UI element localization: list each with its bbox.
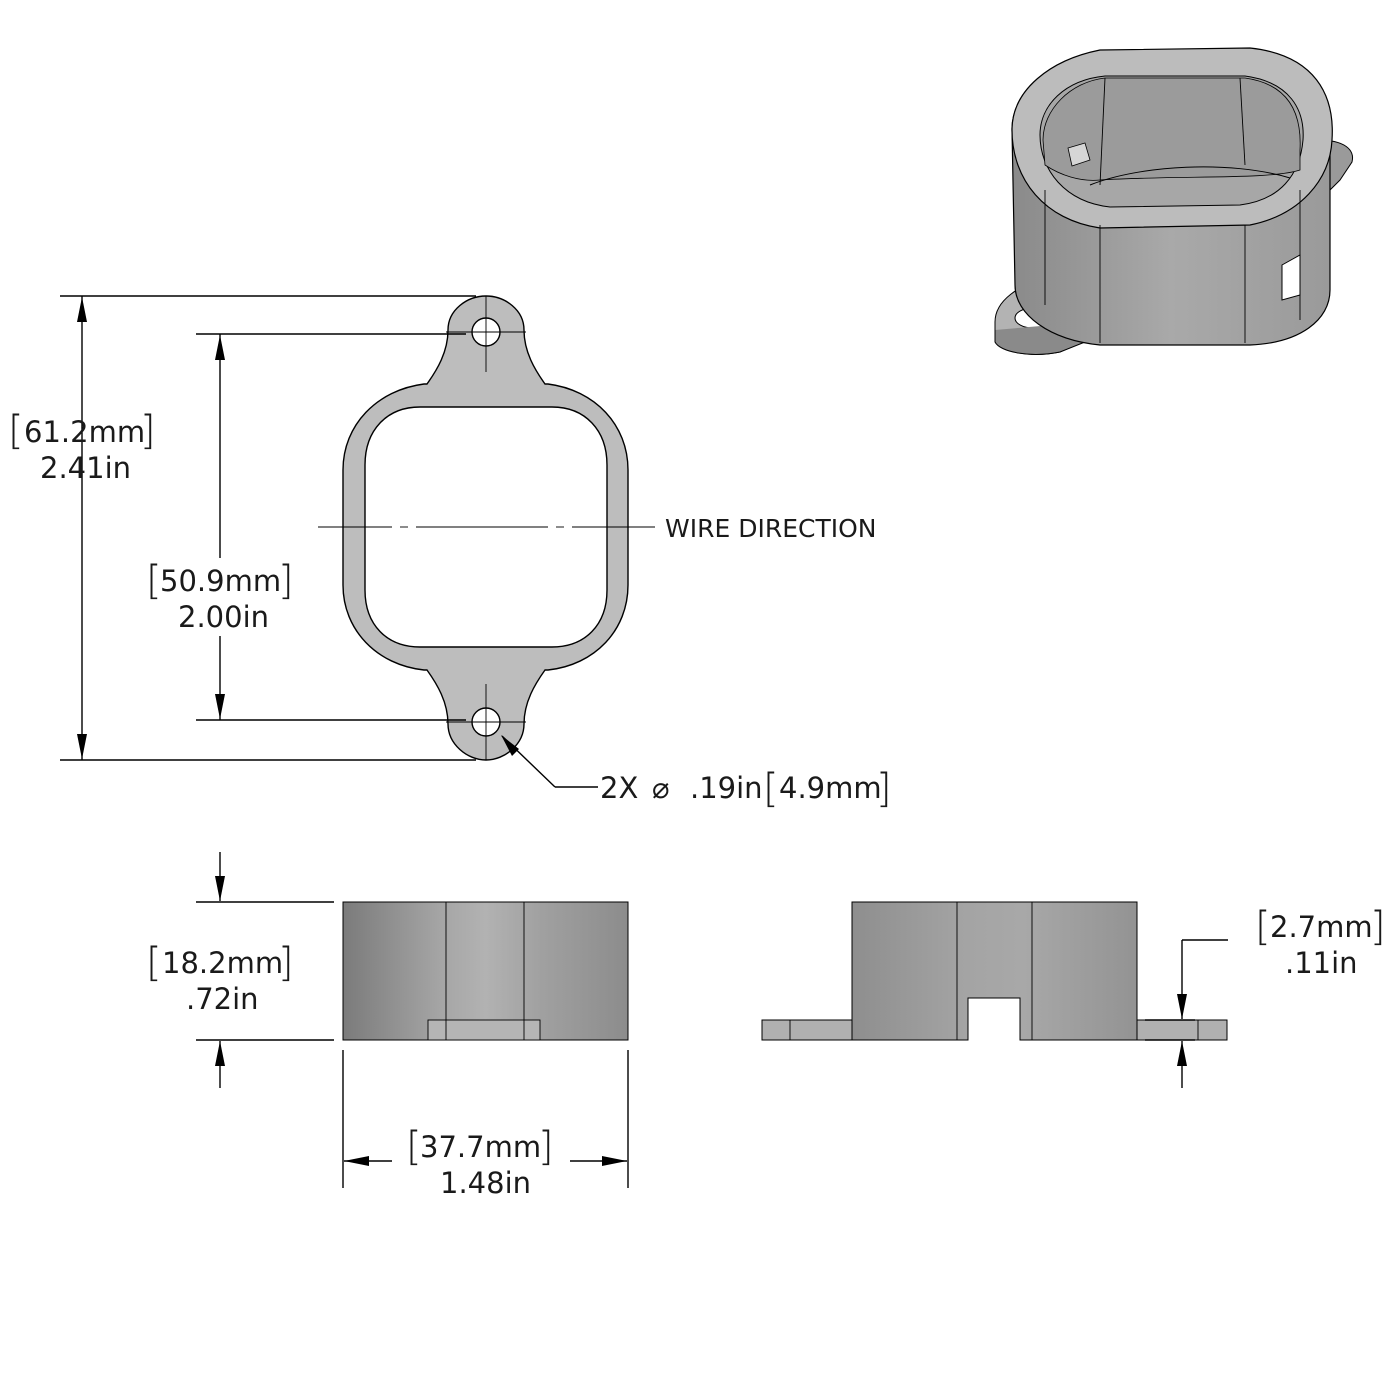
bracket-left: [: [8, 408, 24, 454]
dim-hole-diameter: [501, 735, 598, 788]
flange-thickness-mm: 2.7mm: [1270, 910, 1373, 944]
body-width-in: 1.48in: [440, 1166, 531, 1200]
bracket-left: [: [146, 940, 162, 986]
bracket-right: ]: [538, 1124, 554, 1170]
dim-flange-thickness: [1145, 939, 1228, 1088]
isometric-view: [994, 47, 1354, 355]
dim-body-width: [342, 1050, 629, 1188]
front-view: [342, 901, 629, 1041]
side-view: [761, 901, 1228, 1041]
bracket-right: ]: [140, 408, 156, 454]
bracket-left: [: [406, 1124, 422, 1170]
dim-body-height: [196, 852, 334, 1088]
overall-height-mm: 61.2mm: [24, 415, 145, 449]
bracket-left: [: [763, 766, 779, 812]
top-view: [318, 295, 655, 761]
bracket-left: [: [1255, 904, 1271, 950]
overall-height-in: 2.41in: [40, 451, 131, 485]
body-height-mm: 18.2mm: [162, 946, 283, 980]
wire-direction-label: WIRE DIRECTION: [665, 514, 876, 543]
hole-spacing-in: 2.00in: [178, 600, 269, 634]
hole-count: 2X: [600, 771, 638, 805]
dim-hole-spacing: [196, 333, 466, 721]
bracket-left: [: [146, 558, 162, 604]
bracket-right: ]: [876, 766, 892, 812]
hole-diameter-in: .19in: [690, 771, 763, 805]
bracket-right: ]: [278, 558, 294, 604]
bracket-right: ]: [1370, 904, 1386, 950]
diameter-symbol-icon: ⌀: [652, 771, 669, 805]
body-width-mm: 37.7mm: [420, 1130, 541, 1164]
dim-overall-height: [60, 295, 476, 761]
hole-diameter-mm: 4.9mm: [779, 771, 882, 805]
body-height-in: .72in: [186, 982, 259, 1016]
bracket-right: ]: [278, 940, 294, 986]
flange-thickness-in: .11in: [1285, 946, 1358, 980]
hole-spacing-mm: 50.9mm: [160, 564, 281, 598]
